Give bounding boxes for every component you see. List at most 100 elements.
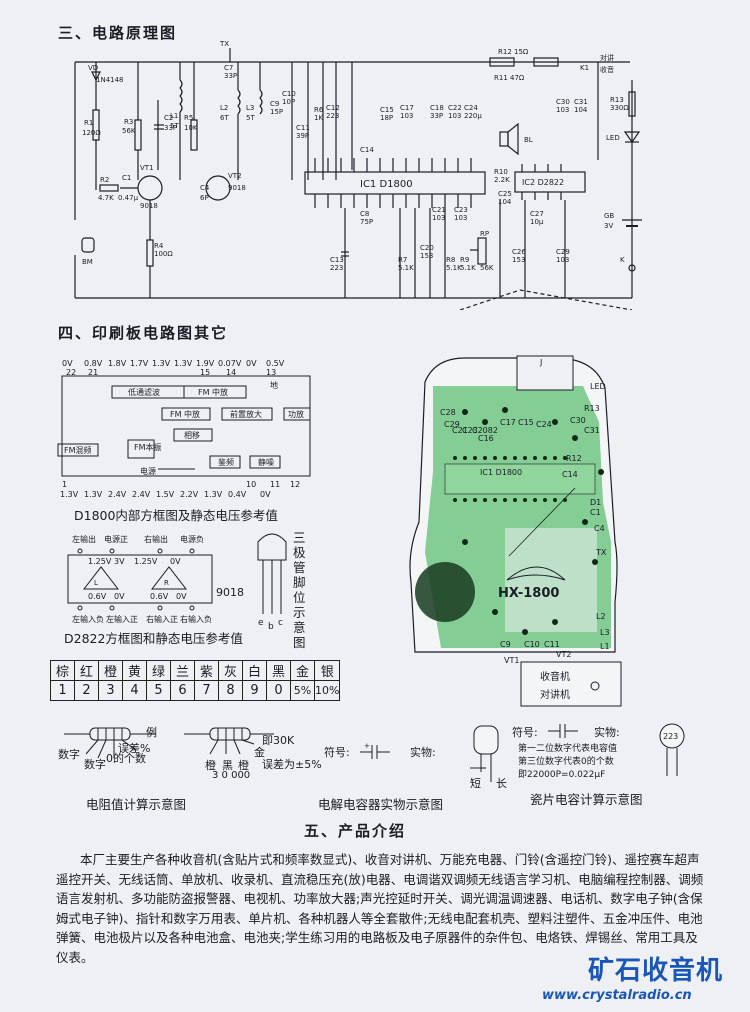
pcb-label-r12: R12 [566,454,582,463]
svg-text:330Ω: 330Ω [610,104,629,112]
electrolytic-long-label: 长 [496,777,507,790]
d1800-block-mixer: FM混频 [64,446,92,455]
svg-text:R: R [164,579,169,587]
svg-text:R12 15Ω: R12 15Ω [498,48,529,56]
svg-text:C14: C14 [360,146,374,154]
resistor-ex2-error: 误差为±5% [262,758,322,771]
pcb-label-l3: L3 [600,628,610,637]
pcb-label-c16: C16 [478,434,494,443]
pcb-label-c14: C14 [562,470,578,479]
resistor-ex2-band2: 黑 [222,759,233,772]
d1800-top-v4: 1.7V [130,359,149,368]
svg-text:R5: R5 [184,114,193,122]
svg-text:R10: R10 [494,168,508,176]
svg-text:103: 103 [448,112,461,120]
pcb-label-c17: C17 [500,418,516,427]
svg-text:C4: C4 [200,184,210,192]
color-value: 7 [194,680,219,701]
pcb-label-j: J [540,358,543,367]
pcb-label-c10: C10 [524,640,540,649]
pcb-label-c1: C1 [590,508,601,517]
d1800-pin-1: 1 [62,480,68,489]
electrolytic-real [470,725,499,782]
svg-text:C13: C13 [330,256,344,264]
svg-text:33P: 33P [224,72,237,80]
d1800-bot-v4: 2.4V [132,490,151,499]
section-4-title: 四、印刷板电路图其它 [58,324,229,342]
transistor-model: 9018 [216,586,244,599]
svg-text:2.2K: 2.2K [494,176,510,184]
svg-text:220μ: 220μ [464,112,482,120]
svg-text:IC1 D1800: IC1 D1800 [360,179,413,190]
d2822-label-gnd: 电源负 [180,535,204,544]
svg-text:TX: TX [219,40,229,48]
d2822-bot-v1: 0.6V [88,592,107,601]
d1800-top-v10: 0.5V [266,359,285,368]
pcb-label-led: LED [590,382,606,391]
color-value: 9 [242,680,267,701]
watermark-url: www.crystalradio.cn [542,988,692,1003]
svg-text:R9: R9 [460,256,469,264]
resistor-ex1-digit1: 数字 [58,748,80,761]
d1800-caption: D1800内部方框图及静态电压参考值 [74,508,278,523]
color-name: 白 [242,660,267,681]
d1800-bot-v5: 1.5V [156,490,175,499]
svg-text:C18: C18 [430,104,444,112]
resistor-caption: 电阻值计算示意图 [86,797,187,812]
pcb-label-vt2: VT2 [556,650,572,659]
svg-text:C21: C21 [432,206,446,214]
pcb-label-c11: C11 [544,640,560,649]
svg-text:VD: VD [88,64,98,72]
pcb-label-l2: L2 [596,612,606,621]
transistor-drawing [257,533,287,614]
svg-text:104: 104 [574,106,588,114]
resistor-ex2-digits: 3 0 000 [212,770,251,781]
d1800-ground: 地 [270,381,278,390]
d2822-bot-v3: 0.6V [150,592,169,601]
pcb-switch-label-intercom: 对讲机 [540,690,570,701]
d1800-top-v8: 0.07V [218,359,242,368]
d2822-bot-v4: 0V [176,592,187,601]
svg-text:R13: R13 [610,96,624,104]
svg-text:C9: C9 [270,100,279,108]
svg-text:5T: 5T [170,122,179,130]
svg-text:C10: C10 [282,90,296,98]
pcb-model: HX-1800 [498,586,560,601]
d1800-top-v3: 1.8V [108,359,127,368]
color-value: 5% [290,680,315,701]
svg-text:4.7K: 4.7K [98,194,114,202]
svg-text:VT1: VT1 [140,164,154,172]
color-value: 4 [122,680,147,701]
transistor-caption: 三极管脚位示意图 [293,530,306,650]
section-5-title: 五、产品介绍 [304,822,407,840]
svg-text:C22: C22 [448,104,462,112]
pcb-label-c9: C9 [500,640,511,649]
svg-text:C25: C25 [498,190,512,198]
electrolytic-real-word: 实物: [410,746,436,759]
watermark-brand: 矿石收音机 [588,956,724,986]
svg-text:+: + [364,742,370,750]
d2822-label-rin-pos: 右输入正 [146,615,178,624]
d2822-label-lin-neg: 左输入负 [72,615,104,624]
svg-text:10P: 10P [282,98,295,106]
resistor-diagram [64,727,274,759]
color-code-row-colors: 棕 红 橙 黄 绿 兰 紫 灰 白 黑 金 银 [50,660,341,681]
electrolytic-short-label: 短 [470,777,481,790]
svg-text:153: 153 [420,252,433,260]
color-name: 灰 [218,660,243,681]
d2822-block-diagram: L R [67,548,213,611]
svg-text:103: 103 [454,214,467,222]
d1800-bot-v9: 0V [260,490,271,499]
d2822-label-lin-pos: 左输入正 [106,615,138,624]
svg-text:5.1K: 5.1K [446,264,462,272]
color-name: 紫 [194,660,219,681]
d2822-top-v1: 1.25V [88,557,112,566]
pcb-label-c24: C24 [536,420,552,429]
d2822-top-v2: 3V [114,557,125,566]
color-name: 红 [74,660,99,681]
d1800-block-pa: 功放 [288,410,304,419]
color-name: 棕 [50,660,75,681]
pcb-label-c21: C21 [452,426,468,435]
